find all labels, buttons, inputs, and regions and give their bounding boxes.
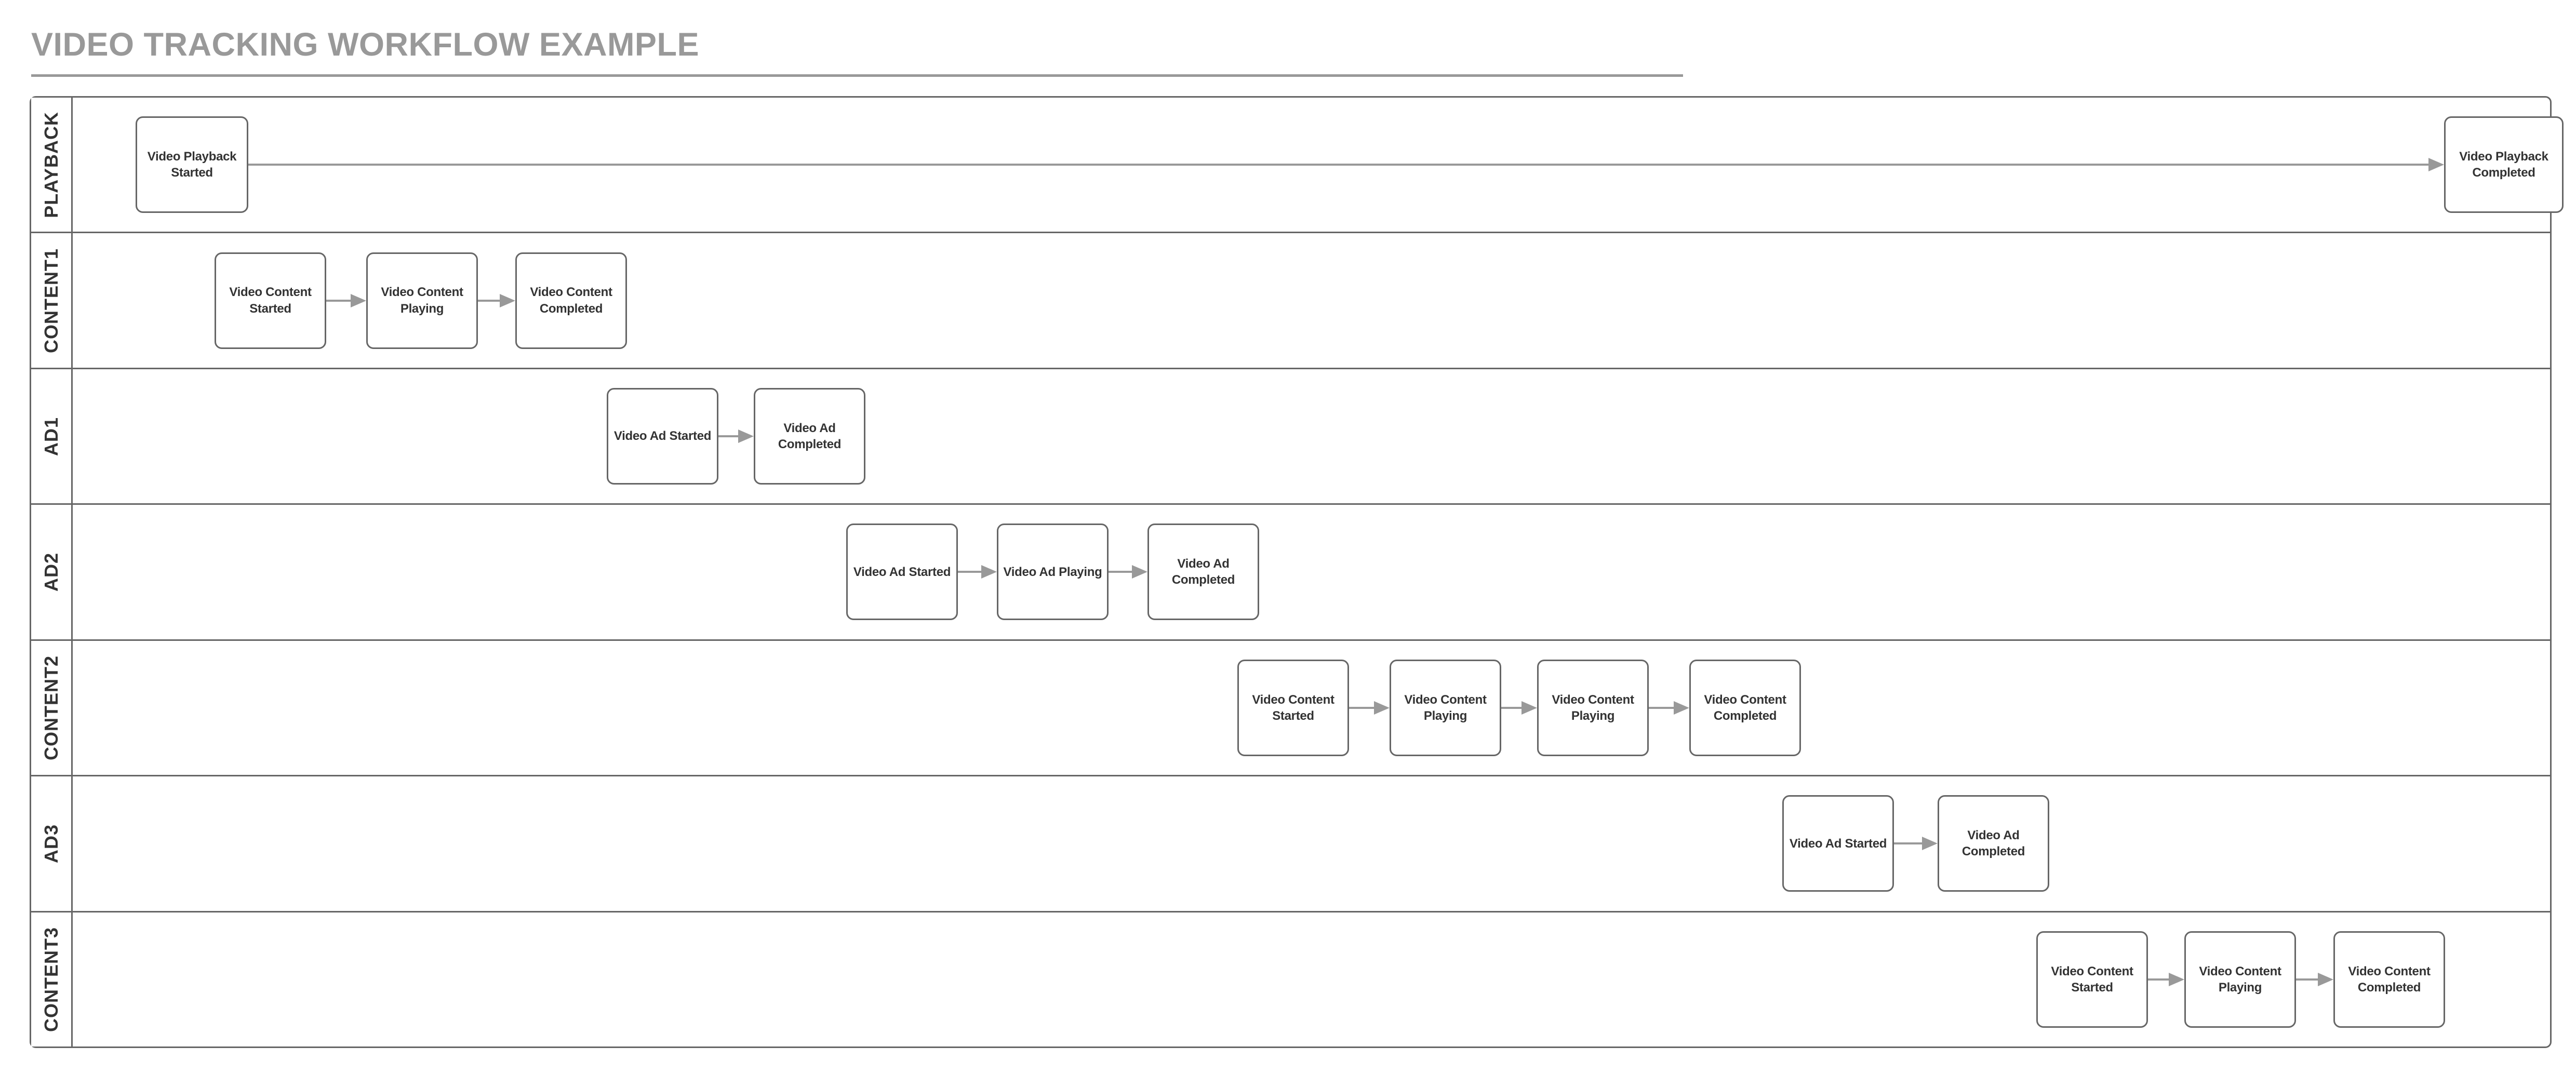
arrowhead-icon <box>1674 701 1689 715</box>
lane-label: CONTENT1 <box>40 248 62 353</box>
lane-ad1: AD1 Video Ad Started Video Ad Completed <box>31 367 2550 504</box>
title-underline <box>31 74 1683 77</box>
lane-header-ad3[interactable]: AD3 <box>31 776 73 911</box>
lane-header-content2[interactable]: CONTENT2 <box>31 640 73 775</box>
arrowhead-icon <box>2318 972 2333 986</box>
connector-line <box>2148 978 2171 981</box>
connector-line <box>2296 978 2320 981</box>
task-node[interactable]: Video Content Completed <box>1689 659 1801 756</box>
task-node[interactable]: Video Content Completed <box>515 252 627 349</box>
arrowhead-icon <box>2428 158 2444 172</box>
lane-label: AD1 <box>40 417 62 456</box>
workflow-diagram: PLAYBACK Video Playback Started Video Play… <box>30 96 2564 1048</box>
page-title: VIDEO TRACKING WORKFLOW EXAMPLE <box>31 26 699 63</box>
arrowhead-icon <box>1922 837 1938 851</box>
task-node[interactable]: Video Content Playing <box>2184 931 2296 1028</box>
task-node[interactable]: Video Content Playing <box>1390 659 1501 756</box>
lane-ad3: AD3 Video Ad Started Video Ad Completed <box>31 775 2550 911</box>
arrowhead-icon <box>1132 565 1147 579</box>
connector-line <box>326 299 353 302</box>
task-node[interactable]: Video Content Started <box>215 252 326 349</box>
task-node[interactable]: Video Content Started <box>1237 659 1349 756</box>
task-node[interactable]: Video Ad Completed <box>1938 795 2049 892</box>
task-node[interactable]: Video Ad Started <box>1782 795 1894 892</box>
arrowhead-icon <box>351 293 366 307</box>
connector-line <box>248 164 2431 166</box>
task-node[interactable]: Video Playback Started <box>136 116 248 213</box>
lane-header-ad2[interactable]: AD2 <box>31 505 73 639</box>
task-node[interactable]: Video Ad Playing <box>997 524 1109 621</box>
lane-label: CONTENT3 <box>40 927 62 1032</box>
task-node[interactable]: Video Content Started <box>2036 931 2148 1028</box>
connector-line <box>478 299 502 302</box>
lane-header-content3[interactable]: CONTENT3 <box>31 912 73 1046</box>
task-node[interactable]: Video Content Completed <box>2333 931 2445 1028</box>
connector-line <box>1894 842 1924 845</box>
lane-label: CONTENT2 <box>40 655 62 760</box>
lane-playback: PLAYBACK Video Playback Started Video Play… <box>31 98 2564 232</box>
lane-ad2: AD2 Video Ad Started Video Ad Playing Video… <box>31 503 2550 639</box>
connector-line <box>1109 571 1134 573</box>
task-node[interactable]: Video Ad Started <box>846 524 958 621</box>
lane-label: AD2 <box>40 552 62 592</box>
lane-label: AD3 <box>40 824 62 863</box>
lane-content1: CONTENT1 Video Content Started Video Conte… <box>31 232 2550 368</box>
task-node[interactable]: Video Content Playing <box>366 252 478 349</box>
lane-content3: CONTENT3 Video Content Started Video Conte… <box>31 910 2550 1046</box>
task-node[interactable]: Video Playback Completed <box>2444 116 2564 213</box>
arrowhead-icon <box>1521 701 1537 715</box>
arrowhead-icon <box>500 293 515 307</box>
arrowhead-icon <box>2169 972 2184 986</box>
task-node[interactable]: Video Content Playing <box>1537 659 1649 756</box>
task-node[interactable]: Video Ad Completed <box>754 388 865 485</box>
arrowhead-icon <box>1374 701 1390 715</box>
task-node[interactable]: Video Ad Completed <box>1147 524 1259 621</box>
lane-label: PLAYBACK <box>40 111 62 218</box>
connector-line <box>1349 706 1376 709</box>
connector-line <box>718 435 740 438</box>
lane-header-ad1[interactable]: AD1 <box>31 369 73 504</box>
connector-line <box>958 571 983 573</box>
task-node[interactable]: Video Ad Started <box>607 388 718 485</box>
arrowhead-icon <box>981 565 997 579</box>
lane-header-playback[interactable]: PLAYBACK <box>31 98 73 232</box>
lane-header-content1[interactable]: CONTENT1 <box>31 233 73 368</box>
connector-line <box>1649 706 1676 709</box>
lane-content2: CONTENT2 Video Content Started Video Conte… <box>31 639 2550 775</box>
connector-line <box>1501 706 1524 709</box>
arrowhead-icon <box>738 430 754 444</box>
